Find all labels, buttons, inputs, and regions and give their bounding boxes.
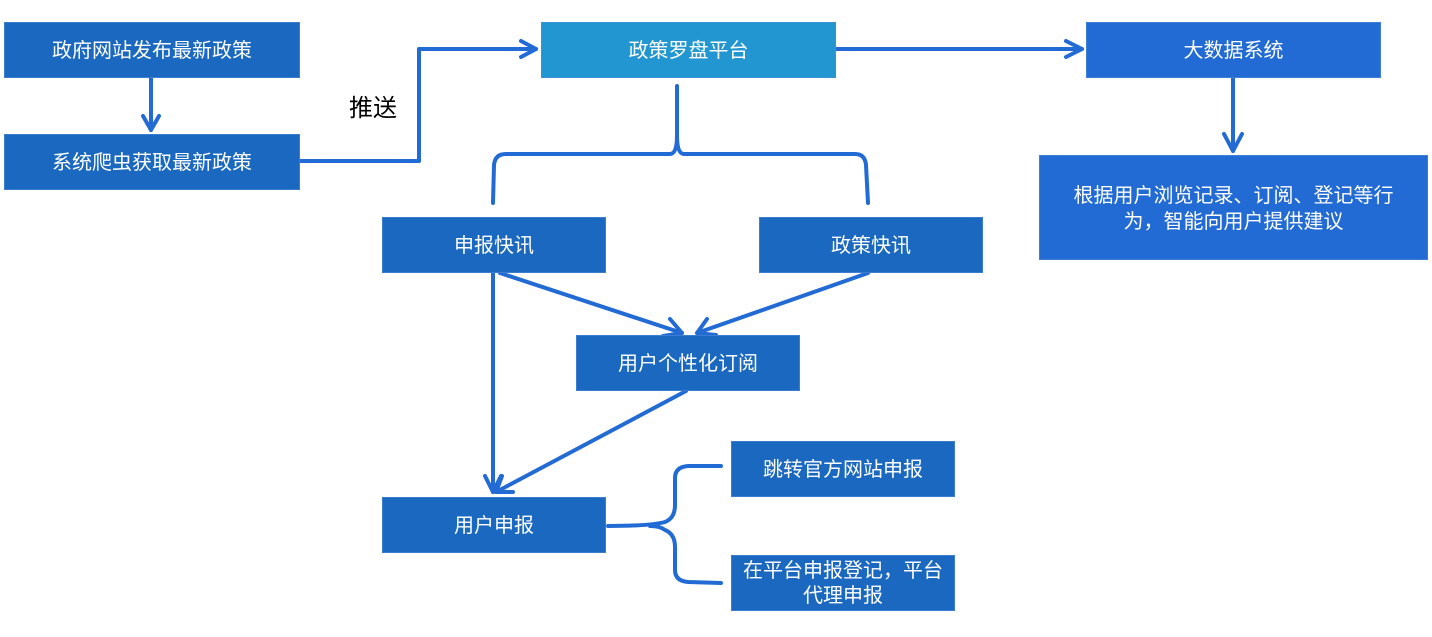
node-bigdata: 大数据系统 (1086, 22, 1381, 78)
node-subscribe: 用户个性化订阅 (576, 335, 800, 391)
node-crawler: 系统爬虫获取最新政策 (4, 134, 300, 190)
node-official-site-label: 跳转官方网站申报 (763, 457, 923, 481)
node-policy-news-label: 政策快讯 (831, 233, 911, 257)
node-platform-agent: 在平台申报登记，平台代理申报 (731, 555, 955, 611)
arrowhead-bigdata (1064, 39, 1084, 59)
node-bigdata-label: 大数据系统 (1183, 38, 1284, 62)
node-official-site: 跳转官方网站申报 (731, 441, 955, 497)
node-suggest: 根据用户浏览记录、订阅、登记等行为，智能向用户提供建议 (1039, 155, 1428, 260)
arrowhead-platform (519, 39, 538, 59)
arrowhead-userapply-right (494, 474, 515, 494)
node-apply-news: 申报快讯 (382, 217, 606, 273)
brace-platform-to-news (491, 84, 870, 205)
arrowhead-subscribe-right (695, 317, 718, 337)
edge-applynews-to-subscribe (498, 271, 684, 335)
arrowhead-suggest (1222, 132, 1244, 153)
brace-userapply-to-options (606, 464, 723, 585)
node-platform-agent-label: 在平台申报登记，平台代理申报 (743, 558, 943, 607)
node-suggest-label: 根据用户浏览记录、订阅、登记等行为，智能向用户提供建议 (1073, 182, 1394, 233)
node-platform-label: 政策罗盘平台 (628, 38, 749, 62)
arrowhead-crawler (141, 114, 161, 132)
edge-subscribe-to-userapply (494, 389, 688, 494)
node-subscribe-label: 用户个性化订阅 (618, 351, 758, 375)
node-user-apply: 用户申报 (382, 497, 606, 553)
node-platform: 政策罗盘平台 (541, 22, 836, 78)
node-policy-news: 政策快讯 (759, 217, 983, 273)
node-crawler-label: 系统爬虫获取最新政策 (52, 150, 252, 174)
node-gov-publish-label: 政府网站发布最新政策 (52, 38, 252, 62)
edge-policynews-to-subscribe (695, 271, 870, 335)
node-user-apply-label: 用户申报 (454, 513, 534, 537)
node-apply-news-label: 申报快讯 (454, 233, 534, 257)
node-gov-publish: 政府网站发布最新政策 (4, 22, 300, 78)
edge-crawler-to-platform (298, 47, 538, 163)
edge-label-push: 推送 (349, 94, 397, 122)
